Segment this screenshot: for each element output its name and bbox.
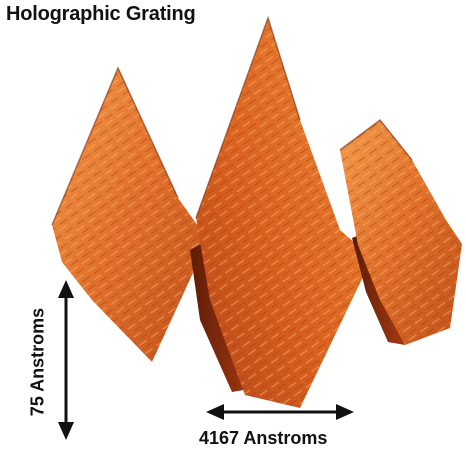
horizontal-scale-arrow [206, 404, 354, 420]
vertical-scale-arrow [58, 280, 74, 440]
vertical-scale-label: 75 Anstroms [27, 307, 48, 417]
figure-title: Holographic Grating [6, 3, 196, 25]
horizontal-scale-label: 4167 Anstroms [199, 428, 328, 448]
